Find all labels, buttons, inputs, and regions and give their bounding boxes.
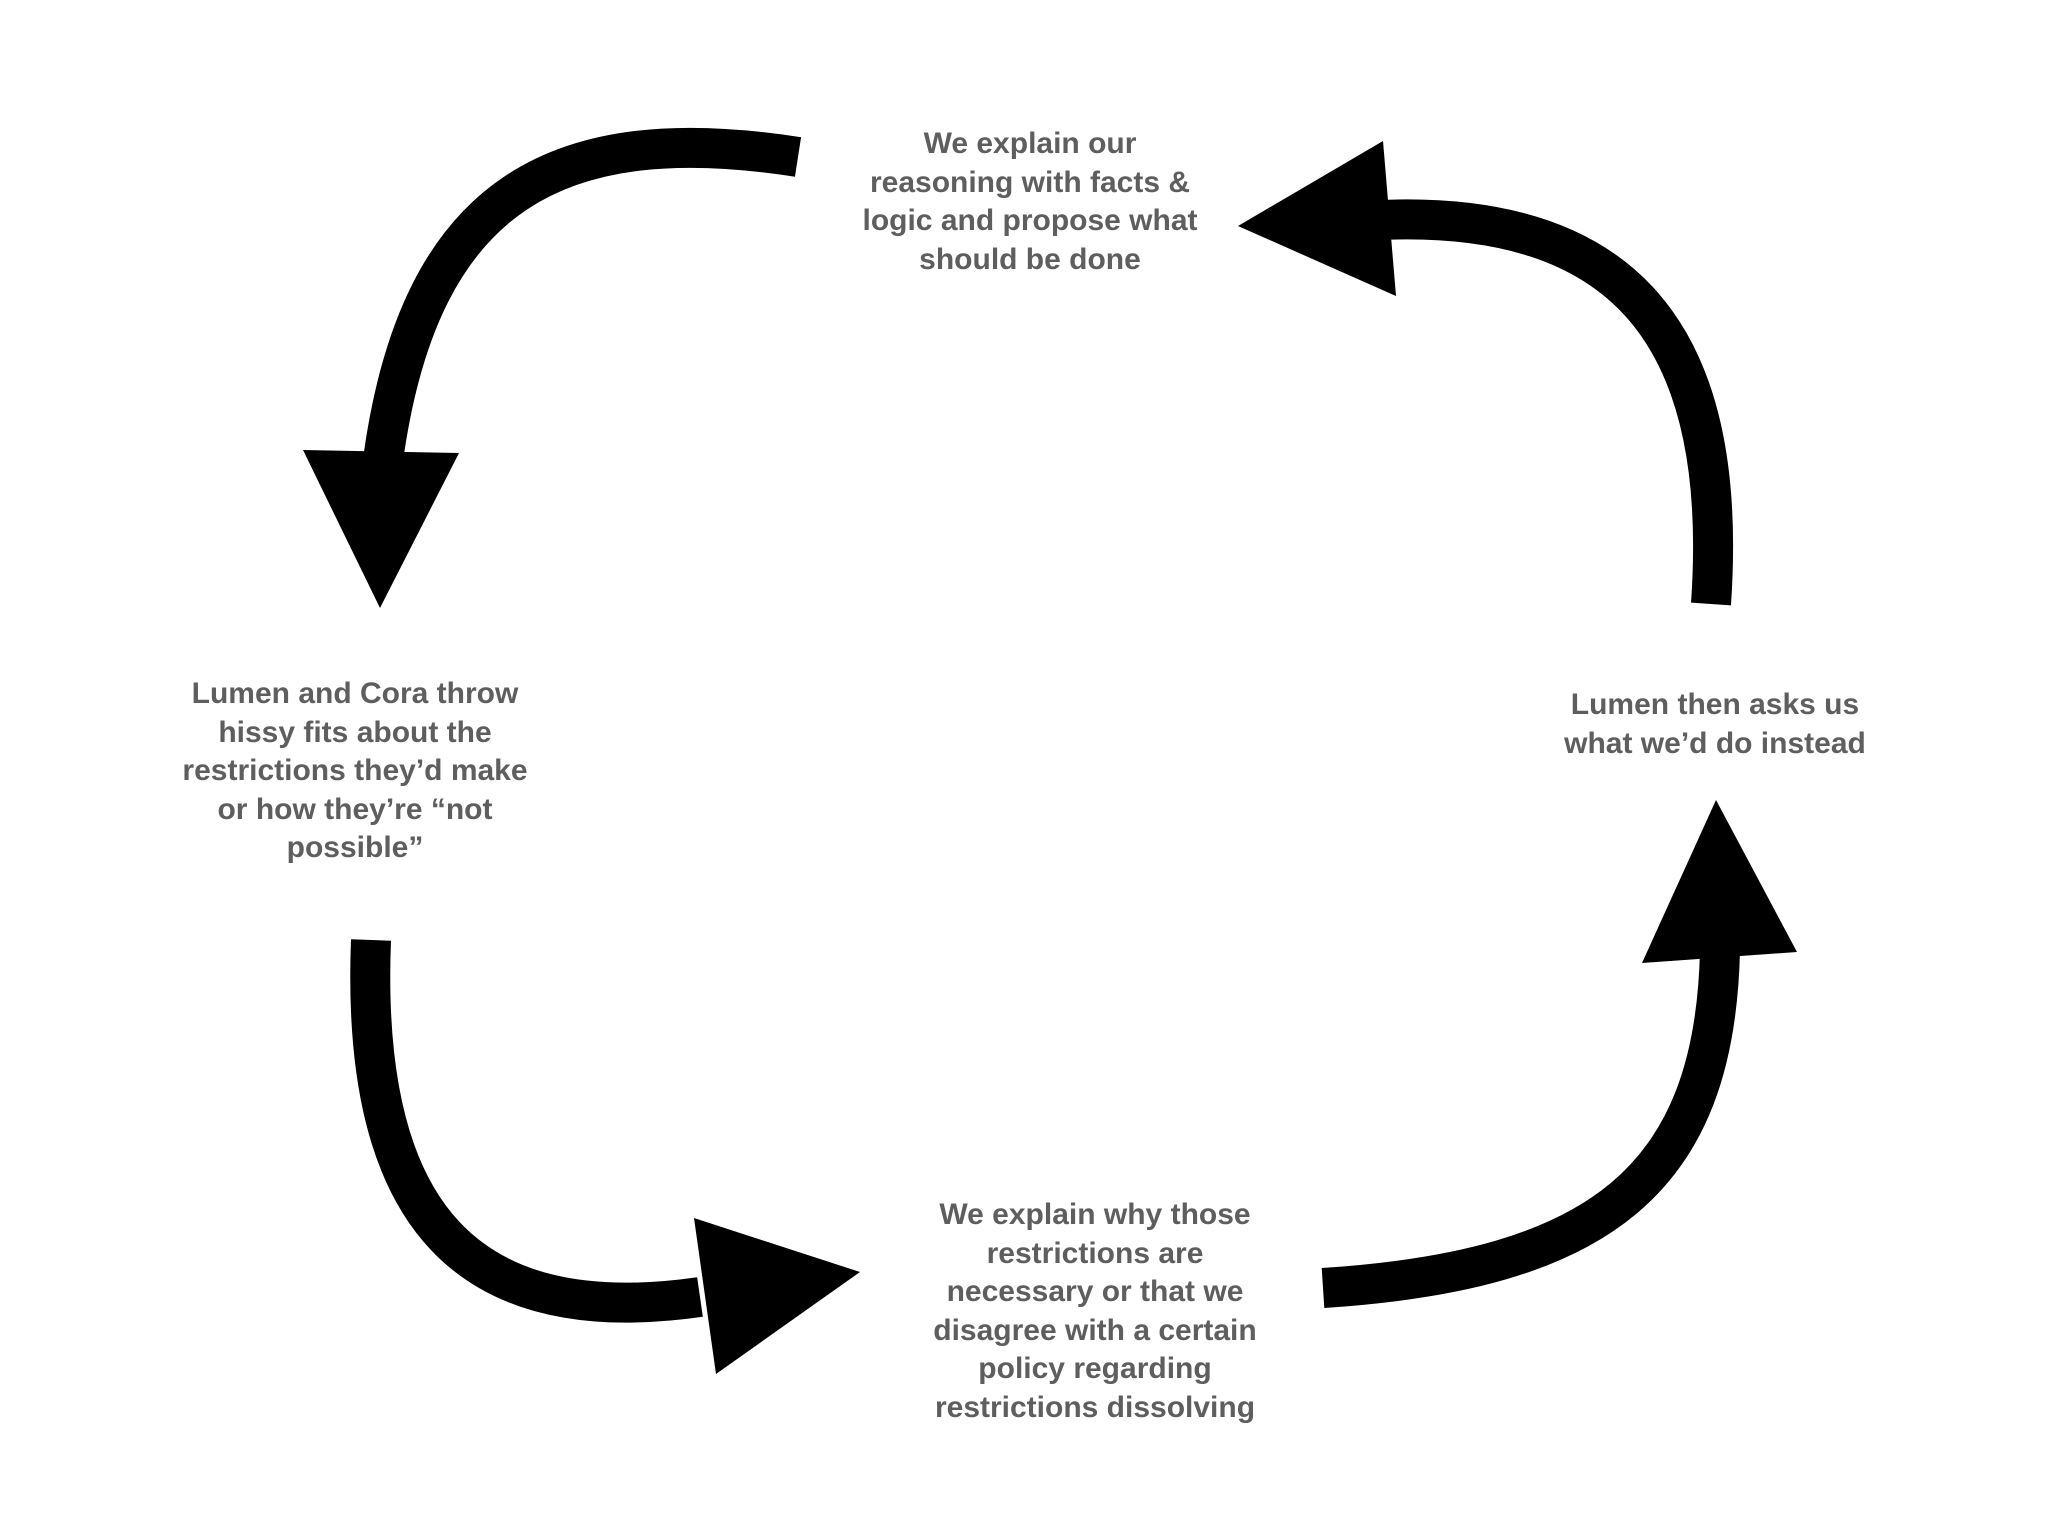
arrow-top-to-left-head [303,450,459,608]
arrow-top-to-left-shaft [363,127,802,463]
arrow-left-to-bottom [350,939,860,1374]
arrow-left-to-bottom-shaft [350,939,703,1323]
arrow-right-to-top [1238,141,1734,606]
arrow-bottom-to-right [1321,800,1797,1308]
arrow-left-to-bottom-head [694,1218,860,1374]
arrow-right-to-top-head [1238,141,1396,296]
step-asks-instead: Lumen then asks us what we’d do instead [1564,688,1866,760]
arrow-top-to-left [303,127,802,608]
arrow-bottom-to-right-head [1642,800,1797,963]
arrow-bottom-to-right-shaft [1321,949,1740,1308]
step-hissy-fits: Lumen and Cora throw hissy fits about th… [182,677,528,864]
step-explain-restrictions: We explain why those restrictions are ne… [933,1198,1257,1424]
arrow-right-to-top-shaft [1379,199,1734,606]
step-explain-reasoning: We explain our reasoning with facts & lo… [862,127,1198,276]
